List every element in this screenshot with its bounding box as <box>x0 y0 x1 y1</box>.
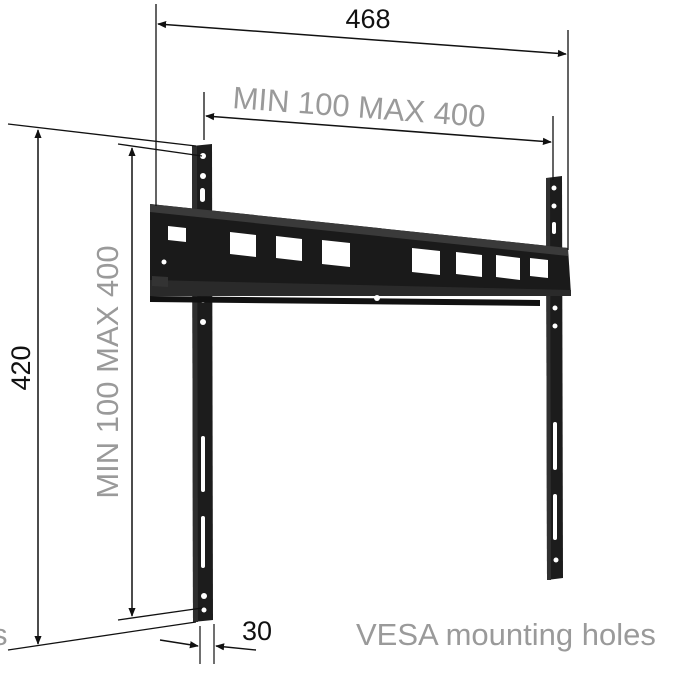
depth-dimension: 30 <box>159 616 272 664</box>
vesa-vertical-dimension: MIN 100 MAX 400 <box>90 143 203 621</box>
depth-label: 30 <box>242 616 272 646</box>
vesa-horizontal-label: MIN 100 MAX 400 <box>231 80 486 134</box>
width-label: 468 <box>345 4 390 34</box>
vesa-horizontal-dimension: MIN 100 MAX 400 <box>203 80 554 180</box>
right-vertical-arm <box>546 176 563 580</box>
width-dimension: 468 <box>155 4 569 250</box>
vesa-vertical-label: MIN 100 MAX 400 <box>90 245 125 498</box>
height-label: 420 <box>6 345 36 390</box>
height-dimension: 420 <box>6 123 197 651</box>
caption-edge-fragment: s <box>0 617 8 652</box>
vesa-caption: VESA mounting holes <box>356 617 656 652</box>
horizontal-wall-plate <box>150 204 571 306</box>
